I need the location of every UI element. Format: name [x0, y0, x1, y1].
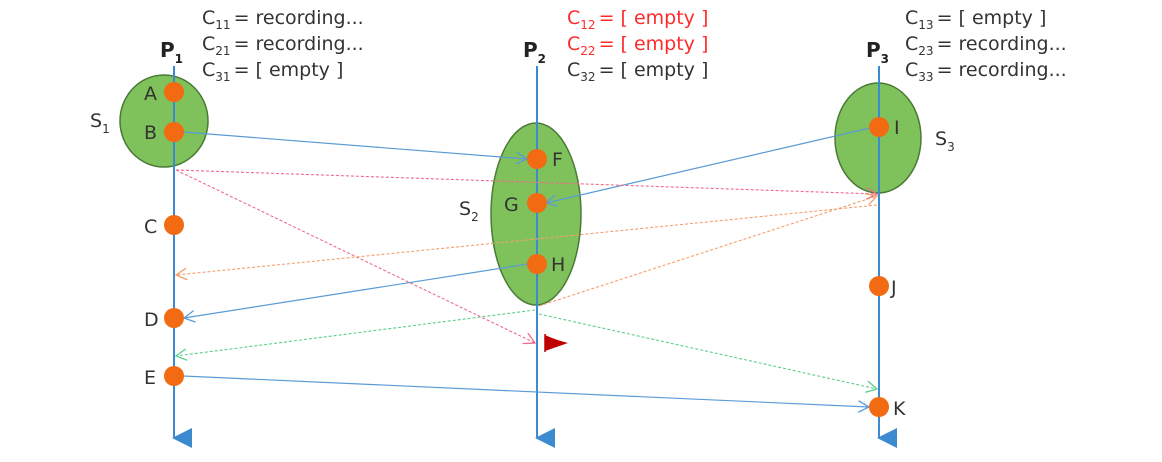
- snapshot-label-s1: S1: [90, 110, 110, 136]
- event-a-dot: [164, 82, 184, 102]
- event-label-i: I: [894, 117, 900, 139]
- channel-c33: C33= recording...: [905, 59, 1067, 84]
- event-label-k: K: [893, 398, 906, 420]
- event-label-c: C: [144, 216, 157, 238]
- event-label-b: B: [144, 122, 157, 144]
- channel-c13: C13= [ empty ]: [905, 7, 1046, 32]
- process-label-p3: P3: [866, 38, 889, 66]
- marker-p2-to-p3-green: [538, 313, 877, 389]
- event-f-dot: [527, 149, 547, 169]
- marker-p3-to-p1: [176, 204, 878, 275]
- channel-c11: C11= recording...: [202, 7, 364, 32]
- message-b-to-f: [182, 131, 527, 159]
- marker-p1-to-p3: [175, 169, 877, 194]
- event-label-a: A: [144, 83, 157, 105]
- channel-states-p3: C13= [ empty ] C23= recording... C33= re…: [905, 7, 1067, 84]
- message-e-to-k: [182, 375, 869, 407]
- event-j-dot: [869, 276, 889, 296]
- event-b-dot: [164, 122, 184, 142]
- event-d-dot: [164, 308, 184, 328]
- event-label-h: H: [551, 254, 565, 276]
- event-e-dot: [164, 366, 184, 386]
- channel-c12: C12= [ empty ]: [567, 7, 708, 32]
- marker-p2-to-p3: [538, 196, 877, 307]
- channel-c32: C32= [ empty ]: [567, 59, 708, 84]
- channel-c21: C21= recording...: [202, 33, 364, 58]
- marker-p2-to-p1: [176, 309, 536, 356]
- event-h-dot: [527, 254, 547, 274]
- snapshot-label-s3: S3: [935, 128, 955, 154]
- event-label-f: F: [552, 149, 563, 171]
- event-label-e: E: [144, 367, 156, 389]
- message-h-to-d: [184, 263, 529, 318]
- message-i-to-g: [546, 127, 871, 203]
- event-k-dot: [869, 397, 889, 417]
- marker-p1-to-p2: [175, 169, 535, 343]
- flag-icon: [544, 334, 568, 352]
- event-label-g: G: [504, 194, 519, 216]
- event-g-dot: [527, 193, 547, 213]
- channel-states-p1: C11= recording... C21= recording... C31=…: [202, 7, 364, 84]
- channel-c23: C23= recording...: [905, 33, 1067, 58]
- channel-c22: C22= [ empty ]: [567, 33, 708, 58]
- channel-states-p2: C12= [ empty ] C22= [ empty ] C32= [ emp…: [567, 7, 708, 84]
- process-label-p1: P1: [160, 38, 183, 66]
- event-label-j: J: [890, 277, 897, 299]
- channel-c31: C31= [ empty ]: [202, 59, 343, 84]
- event-label-d: D: [144, 309, 159, 331]
- process-label-p2: P2: [523, 38, 546, 66]
- event-c-dot: [164, 215, 184, 235]
- snapshot-s1-ellipse: [119, 74, 209, 168]
- event-i-dot: [869, 117, 889, 137]
- snapshot-label-s2: S2: [459, 198, 479, 224]
